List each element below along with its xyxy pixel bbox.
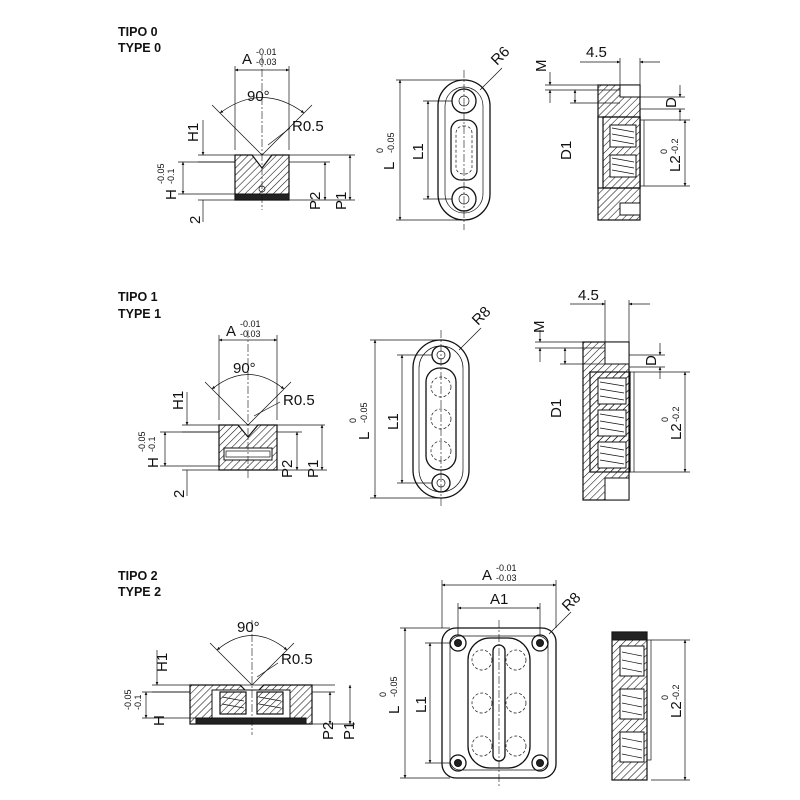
dim-M: M <box>533 60 550 73</box>
dim-P1: P1 <box>333 192 350 210</box>
dim-H1: H1 <box>170 391 187 410</box>
dim-H-tol-up: -0.05 <box>156 163 166 184</box>
dim-L2-tol-low: -0.2 <box>671 684 681 700</box>
type-1-title-en: TYPE 1 <box>118 307 161 321</box>
dim-H-tol-low: -0.1 <box>133 694 143 710</box>
dim-D1: D1 <box>548 399 565 418</box>
dim-2: 2 <box>187 216 204 224</box>
dim-L-tol-low: -0.05 <box>359 402 369 423</box>
dim-L1: L1 <box>410 143 427 160</box>
type-2-cross-section: 90° R0.5 H1 H -0.05 -0.1 P2 P1 <box>123 619 358 740</box>
type-2-side-view: L2 0 -0.2 <box>611 631 690 781</box>
dim-L2: L2 <box>668 701 685 718</box>
dim-H: H <box>151 715 168 726</box>
type-2-title-en: TYPE 2 <box>118 585 161 599</box>
dim-P2: P2 <box>320 722 337 740</box>
dim-R05: R0.5 <box>281 651 313 668</box>
dim-4-5: 4.5 <box>578 287 599 304</box>
type-2-title-it: TIPO 2 <box>118 569 158 583</box>
dim-L2: L2 <box>667 155 684 172</box>
dim-angle: 90° <box>237 619 260 636</box>
type-0-title-it: TIPO 0 <box>118 25 158 39</box>
dim-M: M <box>531 321 548 334</box>
dim-A1: A1 <box>490 591 508 608</box>
dim-L2-tol-low: -0.2 <box>670 138 680 154</box>
dim-angle: 90° <box>247 88 270 105</box>
dim-A: A <box>226 323 236 340</box>
type-0-top-view: L 0 -0.05 L1 R6 <box>375 43 513 230</box>
dim-D: D <box>663 97 680 108</box>
dim-L-tol-low: -0.05 <box>389 676 399 697</box>
dim-A: A <box>242 51 252 68</box>
dim-L-tol-up: 0 <box>375 148 385 153</box>
type-2-top-view: A -0.01 -0.03 A1 L 0 -0.05 L1 R8 <box>378 563 584 786</box>
type-0-title-en: TYPE 0 <box>118 41 161 55</box>
dim-L2-tol-low: -0.2 <box>671 406 681 422</box>
dim-A-tol-up: -0.01 <box>496 563 517 573</box>
dim-A-tol-low: -0.03 <box>496 573 517 583</box>
dim-L2-tol-up: 0 <box>660 695 670 700</box>
dim-D: D <box>643 355 660 366</box>
dim-R8: R8 <box>559 589 585 615</box>
dim-D1: D1 <box>558 141 575 160</box>
dim-L2-tol-up: 0 <box>660 417 670 422</box>
type-0-cross-section: A -0.01 -0.03 90° R0.5 H1 H -0.05 -0.1 <box>156 47 355 224</box>
dim-A-tol-low: -0.03 <box>256 57 277 67</box>
dim-R05: R0.5 <box>283 392 315 409</box>
dim-P1: P1 <box>341 722 358 740</box>
dim-P2: P2 <box>307 192 324 210</box>
dim-H: H <box>163 189 180 200</box>
dim-H: H <box>145 457 162 468</box>
dim-L1: L1 <box>385 413 402 430</box>
dim-H-tol-low: -0.1 <box>147 436 157 452</box>
dim-angle: 90° <box>233 360 256 377</box>
dim-L-tol-up: 0 <box>348 418 358 423</box>
dim-L: L <box>356 432 373 440</box>
dim-H-tol-up: -0.05 <box>137 431 147 452</box>
dim-P1: P1 <box>305 460 322 478</box>
dim-A: A <box>482 567 492 584</box>
type-2-section: TIPO 2 TYPE 2 90° R0.5 H1 H -0.05 - <box>118 563 690 786</box>
type-1-title-it: TIPO 1 <box>118 290 158 304</box>
dim-L2: L2 <box>668 423 685 440</box>
dim-R05: R0.5 <box>292 118 324 135</box>
dim-A-tol-up: -0.01 <box>240 319 261 329</box>
dim-L: L <box>386 706 403 714</box>
dim-L2-tol-up: 0 <box>659 149 669 154</box>
dim-H-tol-low: -0.1 <box>166 168 176 184</box>
dim-H1: H1 <box>154 653 171 672</box>
dim-H1: H1 <box>185 123 202 142</box>
dim-L: L <box>381 162 398 170</box>
dim-2: 2 <box>171 490 188 498</box>
dim-A-tol-low: -0.03 <box>240 329 261 339</box>
type-1-top-view: L 0 -0.05 L1 R8 <box>348 303 494 508</box>
type-1-side-view: 4.5 M D D1 L2 0 -0.2 <box>531 287 690 501</box>
dim-H-tol-up: -0.05 <box>123 689 133 710</box>
dim-A-tol-up: -0.01 <box>256 47 277 57</box>
type-0-side-view: 4.5 M D D1 L2 0 -0.2 <box>533 44 690 221</box>
dim-P2: P2 <box>279 460 296 478</box>
dim-R8: R8 <box>469 303 495 329</box>
dim-L-tol-up: 0 <box>378 692 388 697</box>
dim-R6: R6 <box>488 43 514 69</box>
dim-L1: L1 <box>413 696 430 713</box>
type-0-section: TIPO 0 TYPE 0 A -0.01 -0.03 90° R0.5 <box>118 25 690 230</box>
dim-L-tol-low: -0.05 <box>386 132 396 153</box>
type-1-cross-section: A -0.01 -0.03 90° R0.5 H1 H -0.05 -0.1 2… <box>137 319 327 498</box>
dim-4-5: 4.5 <box>586 44 607 61</box>
type-1-section: TIPO 1 TYPE 1 A -0.01 -0.03 90° R0.5 H1 <box>118 287 690 508</box>
